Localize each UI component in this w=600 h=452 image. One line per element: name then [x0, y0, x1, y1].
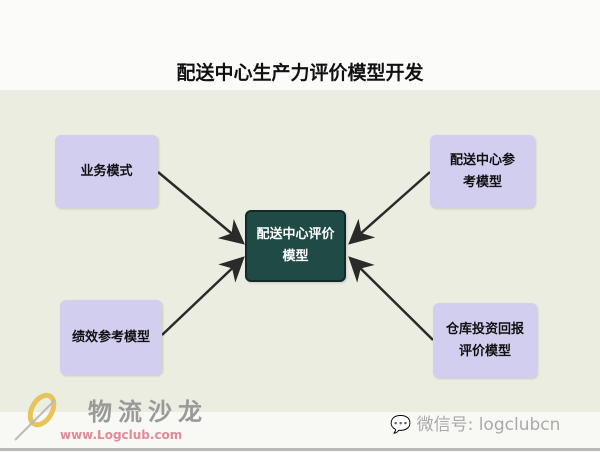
- node-dc-reference-model: 配送中心参考模型: [430, 135, 535, 208]
- arrow-roi: [348, 256, 434, 341]
- wechat-id: 💬 微信号: logclubcn: [390, 410, 560, 435]
- wechat-label: 微信号: logclubcn: [416, 415, 561, 435]
- node-performance-reference-model: 绩效参考模型: [60, 300, 162, 375]
- arrow-perf: [161, 256, 245, 336]
- arrow-business: [157, 171, 245, 245]
- logo-text: 物流沙龙: [88, 397, 208, 426]
- node-warehouse-roi-model: 仓库投资回报评价模型: [433, 303, 537, 378]
- page-title: 配送中心生产力评价模型开发: [176, 62, 424, 84]
- site-url: www.Logclub.com: [60, 428, 183, 442]
- node-dc-evaluation-model: 配送中心评价模型: [245, 210, 346, 282]
- arrow-ref-dc: [348, 171, 431, 245]
- wechat-icon: 💬: [390, 415, 417, 435]
- footer: [0, 412, 600, 451]
- node-business-model: 业务模式: [55, 135, 158, 208]
